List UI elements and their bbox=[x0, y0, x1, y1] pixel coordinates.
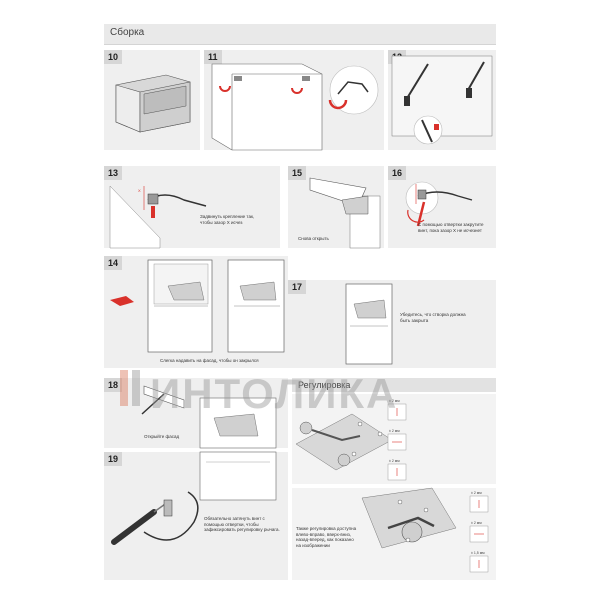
step-number: 11 bbox=[204, 50, 222, 64]
step-number: 10 bbox=[104, 50, 123, 64]
watermark-text: ИНТОЛИКА bbox=[150, 370, 399, 417]
step-14-panel: 14 Слегка надавить на фасад, чтобы он за… bbox=[104, 256, 288, 368]
adjust-top-label-2: ± 2 мм bbox=[389, 429, 400, 433]
adjust-bottom-label-2: ± 2 мм bbox=[471, 521, 482, 525]
step-18-caption: Открыйте фасад bbox=[144, 434, 180, 439]
step-13-caption: Задвинуть крепление так, чтобы зазор X и… bbox=[200, 214, 255, 225]
step-number: 14 bbox=[104, 256, 123, 270]
open-front-illustration bbox=[141, 385, 277, 449]
adjust-title: Регулировка bbox=[298, 380, 351, 390]
step-19-panel: 19 Обязательно затянуть винт с помощью о… bbox=[104, 451, 288, 580]
adjust-top-label-3: ± 2 мм bbox=[389, 459, 400, 463]
svg-text:X: X bbox=[138, 188, 141, 193]
step-number: 19 bbox=[104, 452, 123, 466]
adjust-bottom-label-1: ± 2 мм bbox=[471, 491, 482, 495]
hinge-adjust-illustration bbox=[295, 403, 407, 481]
step-number: 15 bbox=[288, 166, 307, 180]
step-11-panel: 11 bbox=[204, 50, 384, 151]
cabinet-illustration bbox=[115, 74, 191, 133]
step-number: 16 bbox=[388, 166, 407, 180]
lift-arm-illustration bbox=[391, 55, 493, 145]
step-10-panel: 10 bbox=[104, 50, 200, 150]
close-cabinet-illustration bbox=[110, 259, 285, 353]
step-14-caption: Слегка надавить на фасад, чтобы он закры… bbox=[160, 358, 259, 363]
adjust-caption: Также регулировка доступна влево-вправо,… bbox=[296, 526, 357, 548]
step-16-caption: С помощью отвертки закрутите винт, пока … bbox=[418, 222, 484, 233]
step-12-panel: 12 bbox=[388, 50, 496, 150]
section-title: Сборка bbox=[110, 27, 145, 38]
adjust-top-label-1: ± 2 мм bbox=[389, 399, 400, 403]
step-19-caption: Обязательно затянуть винт с помощью отве… bbox=[204, 516, 280, 532]
step-17-caption: Убедитесь, что створка должна быть закры… bbox=[400, 312, 466, 323]
step-15-caption: Снова открыть bbox=[298, 236, 329, 241]
step-number: 13 bbox=[104, 166, 123, 180]
step-number: 18 bbox=[104, 378, 123, 392]
screwdriver-adjust-illustration bbox=[405, 181, 473, 227]
step-15-panel: 15 Снова открыть bbox=[288, 166, 384, 249]
step-18-panel: 18 Открыйте фасад bbox=[104, 378, 288, 449]
section-header: Сборка bbox=[104, 24, 496, 45]
watermark-logo bbox=[120, 370, 140, 406]
step-17-panel: 17 Убедитесь, что створка должна быть за… bbox=[288, 280, 496, 368]
hinge-adjust-detail-illustration bbox=[361, 487, 489, 573]
adjust-bottom-label-3: ± 1,5 мм bbox=[471, 551, 485, 555]
tighten-screw-illustration bbox=[111, 451, 277, 545]
clip-mount-illustration: X bbox=[109, 185, 207, 249]
step-number: 17 bbox=[288, 280, 307, 294]
step-13-panel: 13 X Задвинуть крепление так, чтобы зазо… bbox=[104, 166, 280, 249]
closed-cabinet-illustration bbox=[345, 283, 393, 365]
adjust-header: Регулировка bbox=[292, 378, 496, 392]
step-16-panel: 16 С помощью отвертки закрутите винт, по… bbox=[388, 166, 496, 248]
open-cabinet-illustration bbox=[309, 177, 381, 249]
adjust-panel-bottom: ± 2 мм ± 2 мм ± 1,5 мм Также регулировка… bbox=[292, 487, 496, 580]
hinge-mount-illustration bbox=[211, 63, 379, 151]
adjust-panel-top: ± 2 мм ± 2 мм ± 2 мм bbox=[292, 394, 496, 484]
